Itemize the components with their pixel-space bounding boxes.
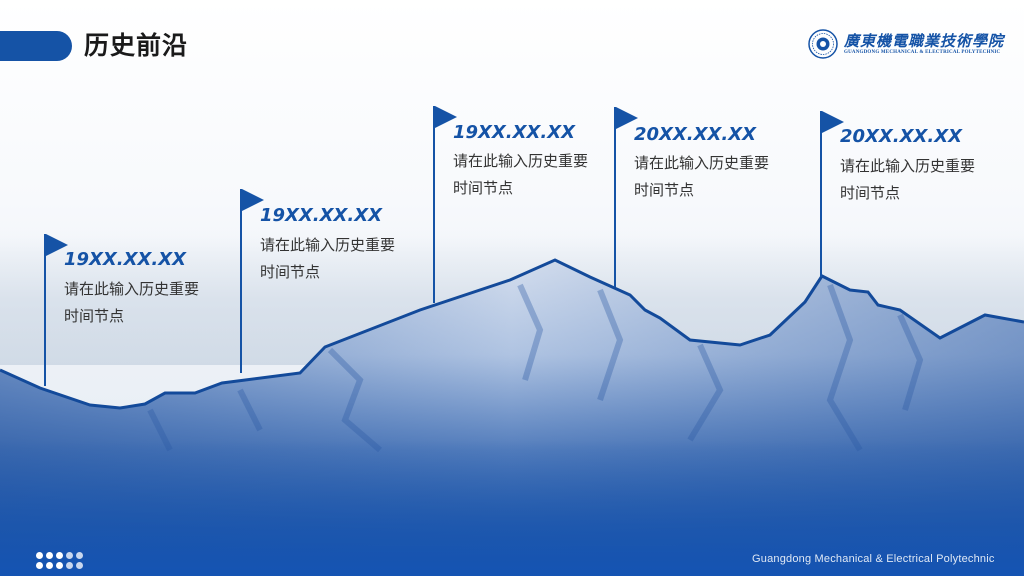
milestone-desc: 请在此输入历史重要 时间节点 xyxy=(64,276,234,330)
flag-icon xyxy=(616,107,638,129)
flag-icon xyxy=(822,111,844,133)
milestone-date: 19XX.XX.XX xyxy=(453,122,575,143)
flag-pole xyxy=(614,107,616,287)
milestone-desc: 请在此输入历史重要 时间节点 xyxy=(453,148,623,202)
milestone-desc-line: 请在此输入历史重要 xyxy=(634,154,770,172)
milestone-desc-line: 请在此输入历史重要 xyxy=(64,280,200,298)
school-emblem-icon xyxy=(808,29,838,59)
flag-icon xyxy=(435,106,457,128)
bottom-gradient xyxy=(0,440,1024,576)
milestone-desc-line: 请在此输入历史重要 xyxy=(453,152,589,170)
milestone-desc-line: 请在此输入历史重要 xyxy=(840,157,976,175)
milestone-desc-line: 时间节点 xyxy=(64,307,125,325)
flag-icon xyxy=(46,234,68,256)
milestone-date: 20XX.XX.XX xyxy=(634,124,756,145)
school-logo: 廣東機電職業技術學院 GUANGDONG MECHANICAL & ELECTR… xyxy=(808,29,1003,61)
flag-icon xyxy=(242,189,264,211)
flag-pole xyxy=(820,111,822,277)
milestone-date: 20XX.XX.XX xyxy=(840,126,962,147)
milestone-desc: 请在此输入历史重要 时间节点 xyxy=(634,150,804,204)
milestone-desc: 请在此输入历史重要 时间节点 xyxy=(840,153,1010,207)
milestone-date: 19XX.XX.XX xyxy=(260,205,382,226)
milestone-desc-line: 时间节点 xyxy=(453,179,514,197)
milestone-desc: 请在此输入历史重要 时间节点 xyxy=(260,232,430,286)
logo-english-name: GUANGDONG MECHANICAL & ELECTRICAL POLYTE… xyxy=(844,50,1001,55)
flag-pole xyxy=(433,106,435,303)
milestone-desc-line: 时间节点 xyxy=(634,181,695,199)
logo-chinese-name: 廣東機電職業技術學院 xyxy=(844,32,1005,50)
page-title: 历史前沿 xyxy=(84,31,189,60)
ridge-detail xyxy=(147,283,924,453)
title-accent-bar xyxy=(0,31,72,61)
milestone-date: 19XX.XX.XX xyxy=(64,249,186,270)
footer-school-name: Guangdong Mechanical & Electrical Polyte… xyxy=(752,553,995,565)
flag-pole xyxy=(44,234,46,386)
milestone-desc-line: 时间节点 xyxy=(840,184,901,202)
milestone-desc-line: 时间节点 xyxy=(260,263,321,281)
flag-pole xyxy=(240,189,242,373)
ridge-line xyxy=(0,258,1024,410)
milestone-desc-line: 请在此输入历史重要 xyxy=(260,236,396,254)
